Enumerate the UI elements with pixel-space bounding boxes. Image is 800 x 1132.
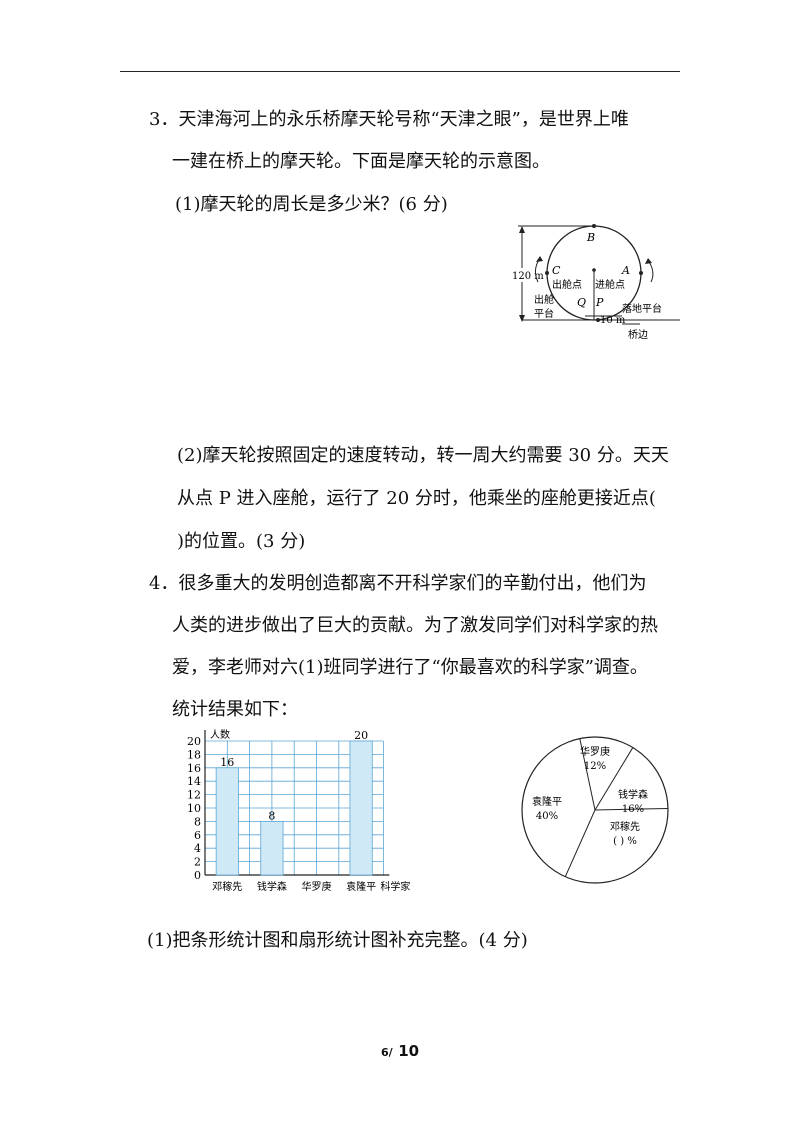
bar bbox=[349, 740, 373, 876]
point-c-marker bbox=[545, 271, 549, 275]
pie-value-label: ( ) % bbox=[613, 836, 637, 847]
x-tick-label: 华罗庚 bbox=[302, 880, 332, 893]
height-label: 120 m bbox=[512, 271, 544, 282]
q4-line-1: 4．很多重大的发明创造都离不开科学家们的辛勤付出，他们为 bbox=[149, 573, 647, 594]
pie-slice-boundary bbox=[564, 809, 596, 877]
q4-sub-1: (1)把条形统计图和扇形统计图补充完整。(4 分) bbox=[147, 930, 528, 951]
pie-value-label: 16% bbox=[622, 804, 644, 815]
q3-sub-1: (1)摩天轮的周长是多少米？(6 分) bbox=[175, 194, 448, 215]
q3-sub-2-line-2: 从点 P 进入座舱，运行了 20 分时，他乘坐的座舱更接近点( bbox=[177, 488, 656, 509]
y-tick-label: 6 bbox=[194, 829, 201, 842]
arrow-up-icon bbox=[519, 226, 525, 233]
point-a-marker bbox=[639, 271, 643, 275]
q3-line-2: 一建在桥上的摩天轮。下面是摩天轮的示意图。 bbox=[172, 151, 550, 172]
point-p-label: P bbox=[595, 296, 604, 309]
y-axis-label: 人数 bbox=[210, 728, 230, 741]
y-tick-label: 4 bbox=[194, 842, 201, 855]
page-total: 10 bbox=[398, 1042, 420, 1060]
y-tick-label: 16 bbox=[187, 762, 201, 775]
pie-value-label: 12% bbox=[584, 761, 606, 772]
q3-line-1: 3．天津海河上的永乐桥摩天轮号称“天津之眼”，是世界上唯 bbox=[149, 109, 629, 130]
bar-data-label: 8 bbox=[268, 809, 275, 822]
exit-platform-label-2: 平台 bbox=[534, 307, 554, 320]
y-tick-label: 12 bbox=[187, 789, 201, 802]
pie-slice-boundary bbox=[594, 807, 668, 811]
ferris-wheel-diagram: 120 m B C A Q P 出舱点 进舱点 出舱 平台 落地平台 10 m … bbox=[510, 224, 680, 341]
pie-slice-boundary bbox=[594, 747, 634, 811]
bar-data-label: 20 bbox=[354, 729, 368, 742]
y-tick-label: 10 bbox=[187, 802, 201, 815]
pie-label: 钱学森 bbox=[618, 788, 648, 801]
arrow-down-icon bbox=[519, 315, 525, 322]
page-current: 6/ bbox=[380, 1046, 393, 1059]
offset-label: 10 m bbox=[600, 315, 626, 326]
bar bbox=[215, 767, 239, 876]
pie-label: 邓稼先 bbox=[610, 821, 640, 833]
x-tick-label: 袁隆平 bbox=[346, 880, 376, 893]
y-tick-label: 18 bbox=[187, 748, 201, 761]
point-b-label: B bbox=[586, 231, 595, 244]
x-axis-label: 科学家 bbox=[380, 880, 410, 893]
bridge-edge-label: 桥边 bbox=[628, 329, 648, 341]
y-tick-label: 20 bbox=[187, 735, 201, 748]
pie-chart: 华罗庚 12% 钱学森 16% 邓稼先 ( ) % 袁隆平 40% bbox=[521, 736, 669, 884]
wheel-center bbox=[592, 268, 596, 272]
exit-platform-label-1: 出舱 bbox=[534, 293, 554, 306]
enter-point-label: 进舱点 bbox=[595, 278, 625, 291]
q4-line-2: 人类的进步做出了巨大的贡献。为了激发同学们对科学家的热 bbox=[172, 615, 658, 636]
y-tick-label: 14 bbox=[187, 775, 201, 788]
q4-line-3: 爱，李老师对六(1)班同学进行了“你最喜欢的科学家”调查。 bbox=[172, 657, 648, 678]
exit-point-label: 出舱点 bbox=[552, 278, 582, 291]
y-tick-label: 0 bbox=[194, 869, 201, 882]
bar bbox=[260, 821, 284, 876]
q3-sub-2-line-1: (2)摩天轮按照固定的速度转动，转一周大约需要 30 分。天天 bbox=[177, 445, 669, 466]
q3-sub-2-line-3: )的位置。(3 分) bbox=[177, 531, 306, 552]
point-a-label: A bbox=[621, 264, 630, 277]
landing-platform-label: 落地平台 bbox=[622, 302, 662, 315]
x-tick-label: 邓稼先 bbox=[212, 881, 242, 893]
header-rule bbox=[120, 71, 680, 72]
pie-slice-boundary bbox=[579, 738, 596, 811]
y-tick-label: 2 bbox=[194, 856, 201, 869]
page-number: 6/ 10 bbox=[0, 1041, 800, 1060]
point-b-marker bbox=[592, 224, 596, 228]
point-q-label: Q bbox=[577, 296, 586, 309]
q4-line-4: 统计结果如下： bbox=[172, 699, 298, 720]
y-tick-label: 8 bbox=[194, 815, 201, 828]
arrow-head-icon bbox=[645, 258, 652, 264]
x-tick-label: 钱学森 bbox=[257, 880, 287, 893]
pie-label: 华罗庚 bbox=[580, 745, 610, 758]
pie-value-label: 40% bbox=[536, 811, 558, 822]
pie-label: 袁隆平 bbox=[532, 795, 562, 808]
point-c-label: C bbox=[552, 264, 561, 277]
bar-data-label: 16 bbox=[220, 756, 234, 769]
arrow-head-icon bbox=[536, 256, 543, 262]
